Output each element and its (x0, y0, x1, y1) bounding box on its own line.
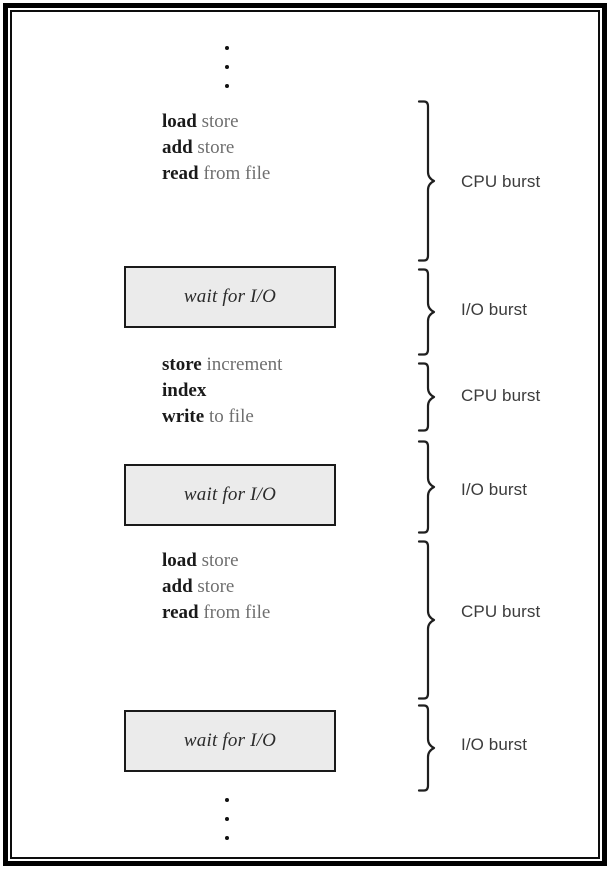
code-line: add store (162, 135, 270, 161)
wait-for-io-box-2: wait for I/O (124, 464, 336, 526)
curly-brace-icon (417, 440, 436, 534)
burst-label-io-2: I/O burst (461, 480, 528, 499)
code-operand: from file (198, 602, 271, 623)
code-keyword: load (162, 550, 197, 571)
code-operand: store (196, 550, 239, 571)
code-operand: store (192, 137, 235, 158)
ellipsis-dot (225, 84, 229, 88)
wait-for-io-box-3: wait for I/O (124, 710, 336, 772)
curly-brace-icon (417, 704, 436, 792)
code-line: write to file (162, 404, 282, 430)
code-keyword: add (162, 137, 193, 158)
wait-for-io-label: wait for I/O (183, 484, 277, 505)
brace-cpu-1 (417, 100, 439, 262)
code-keyword: read (162, 163, 199, 184)
wait-for-io-box-1: wait for I/O (124, 266, 336, 328)
code-block-cpu-3: load store add store read from file (162, 548, 270, 626)
code-block-cpu-1: load store add store read from file (162, 109, 270, 187)
brace-cpu-2 (417, 362, 439, 432)
code-operand: to file (204, 406, 254, 427)
ellipsis-dot (225, 836, 229, 840)
code-operand: store (192, 576, 235, 597)
ellipsis-dot (225, 65, 229, 69)
code-line: index (162, 378, 282, 404)
curly-brace-icon (417, 540, 436, 700)
code-keyword: load (162, 111, 197, 132)
brace-io-3 (417, 704, 439, 792)
code-keyword: store (162, 354, 202, 375)
wait-for-io-label: wait for I/O (183, 286, 277, 307)
curly-brace-icon (417, 100, 436, 262)
code-line: add store (162, 574, 270, 600)
figure-canvas: load store add store read from file wait… (12, 12, 598, 857)
code-keyword: write (162, 406, 205, 427)
burst-label-cpu-1: CPU burst (461, 172, 541, 191)
ellipsis-dot (225, 46, 229, 50)
code-operand: increment (201, 354, 283, 375)
bottom-ellipsis (225, 798, 229, 840)
top-ellipsis (225, 46, 229, 88)
code-keyword: index (162, 380, 207, 401)
figure-inner-frame: load store add store read from file wait… (10, 10, 600, 859)
brace-cpu-3 (417, 540, 439, 700)
code-block-cpu-2: store increment index write to file (162, 352, 282, 430)
figure-outer-frame: load store add store read from file wait… (3, 3, 607, 866)
burst-label-io-3: I/O burst (461, 735, 528, 754)
curly-brace-icon (417, 362, 436, 432)
wait-for-io-label: wait for I/O (183, 730, 277, 751)
code-line: read from file (162, 161, 270, 187)
code-line: read from file (162, 600, 270, 626)
code-line: load store (162, 548, 270, 574)
code-keyword: read (162, 602, 199, 623)
brace-io-2 (417, 440, 439, 534)
ellipsis-dot (225, 817, 229, 821)
code-line: store increment (162, 352, 282, 378)
code-keyword: add (162, 576, 193, 597)
burst-label-cpu-3: CPU burst (461, 602, 541, 621)
code-operand: from file (198, 163, 271, 184)
ellipsis-dot (225, 798, 229, 802)
curly-brace-icon (417, 268, 436, 356)
burst-label-io-1: I/O burst (461, 300, 528, 319)
code-line: load store (162, 109, 270, 135)
code-operand: store (196, 111, 239, 132)
brace-io-1 (417, 268, 439, 356)
burst-label-cpu-2: CPU burst (461, 386, 541, 405)
